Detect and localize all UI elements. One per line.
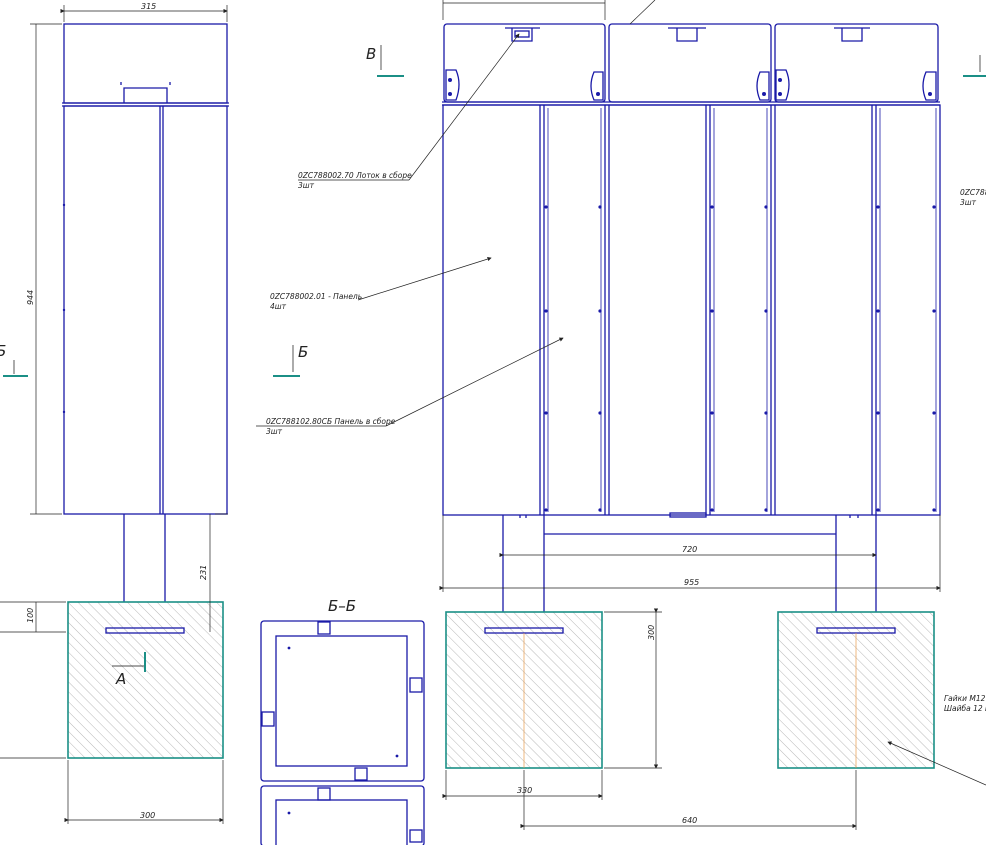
right-note-name: 0ZC788 bbox=[960, 188, 986, 197]
dim-315: 315 bbox=[141, 2, 156, 11]
dim-300-left: 300 bbox=[140, 811, 155, 820]
section-bb-view: Б–Б bbox=[260, 597, 425, 845]
right-note-qty: 3шт bbox=[960, 198, 977, 207]
dim-955: 955 bbox=[684, 578, 699, 587]
dim-330: 330 bbox=[517, 786, 532, 795]
section-a-label: А bbox=[115, 670, 126, 688]
panel-assy-note-name: 0ZC788102.80СБ Панель в сборе bbox=[266, 417, 396, 426]
view-markers: В Б bbox=[273, 45, 986, 377]
dim-100: 100 bbox=[26, 608, 35, 623]
nuts-note-line2: Шайба 12 Г bbox=[944, 704, 986, 713]
dim-231: 231 bbox=[199, 565, 208, 580]
side-view: 315 944 231 100 300 А Б bbox=[0, 2, 229, 824]
annotation-notes: 0ZC788002.70 Лоток в сборе 3шт 0ZC788002… bbox=[256, 0, 986, 713]
tray-note-qty: 3шт bbox=[298, 181, 315, 190]
view-v-label: В bbox=[366, 45, 376, 63]
front-view: 720 955 300 330 640 bbox=[439, 0, 986, 830]
dim-720: 720 bbox=[682, 545, 697, 554]
panel-note-qty: 4шт bbox=[270, 302, 287, 311]
view-b-mid-label: Б bbox=[298, 343, 308, 361]
dim-640: 640 bbox=[682, 816, 697, 825]
panel-bolts bbox=[544, 205, 936, 512]
section-b-left-label: Б bbox=[0, 342, 6, 360]
panel-note-name: 0ZC788002.01 - Панель bbox=[270, 292, 362, 301]
panel-assy-note-qty: 3шт bbox=[266, 427, 283, 436]
nuts-note-line1: Гайки М12 bbox=[944, 694, 986, 703]
dim-944: 944 bbox=[26, 290, 35, 305]
dim-300-right: 300 bbox=[647, 625, 656, 640]
tray-note-name: 0ZC788002.70 Лоток в сборе bbox=[298, 171, 412, 180]
section-bb-label: Б–Б bbox=[328, 597, 356, 615]
